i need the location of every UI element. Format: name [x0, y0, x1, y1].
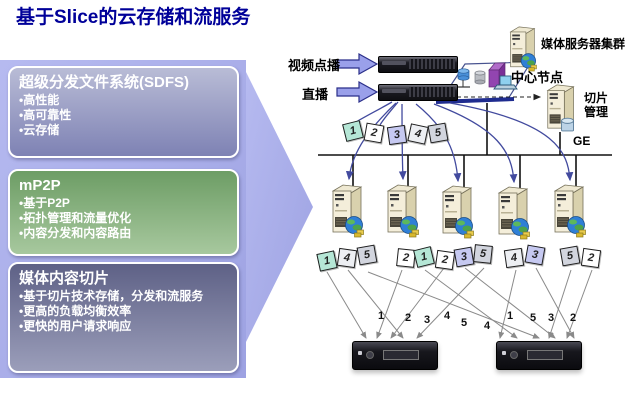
rack-bezel [382, 61, 406, 65]
panel-bullet: •更高的负载均衡效率 [19, 304, 132, 318]
vod-block-arrow [336, 52, 379, 76]
slice-block-1: 1 [316, 250, 338, 272]
storage-array-left-icon [352, 341, 438, 370]
slice-mgmt-server-icon [545, 84, 576, 139]
rack-bezel [382, 89, 406, 93]
flow-number-label: 3 [548, 312, 555, 324]
live-label: 直播 [302, 87, 329, 102]
panel-title: mP2P [19, 177, 61, 194]
slice-block-3: 3 [524, 244, 546, 266]
slice-block-3: 3 [386, 124, 408, 146]
slice-flow-arrows [326, 267, 593, 339]
slice-block-5: 5 [559, 245, 581, 267]
vod-label: 视频点播 [288, 58, 341, 73]
panel-bullet: •高可靠性 [19, 108, 72, 122]
storage-knob [366, 351, 374, 359]
panel-bullet: •基于P2P [19, 196, 70, 210]
slice-block-3: 3 [453, 246, 475, 268]
live-rack-server-icon [378, 84, 458, 101]
slice-mgmt-label-line1: 切片 [584, 91, 609, 105]
ge-label: GE [573, 134, 591, 148]
flow-number-label: 5 [530, 312, 537, 324]
flow-number-label: 5 [461, 317, 468, 329]
slice-block-4: 4 [503, 247, 525, 269]
storage-cylinder-icon [474, 70, 486, 85]
slice-block-4: 4 [407, 123, 429, 145]
storage-array-right-icon [496, 341, 582, 370]
flow-number-label: 1 [507, 310, 514, 322]
media-server-icon [385, 184, 419, 243]
storage-knob [510, 351, 518, 359]
panel-media-slice: 媒体内容切片 •基于切片技术存储，分发和流服务 •更高的负载均衡效率 •更快的用… [8, 262, 239, 373]
media-server-icon [330, 184, 364, 243]
panel-bullet: •云存储 [19, 123, 60, 137]
media-cluster-label: 媒体服务器集群 [541, 37, 626, 51]
slice-block-2: 2 [434, 249, 456, 271]
storage-led [502, 351, 506, 355]
flow-number-label: 3 [424, 314, 431, 326]
flow-number-label: 4 [444, 310, 451, 322]
panel-mp2p: mP2P •基于P2P •拓扑管理和流量优化 •内容分发和内容路由 [8, 169, 239, 256]
panel-bullet: •基于切片技术存储，分发和流服务 [19, 289, 204, 303]
storage-slot [527, 350, 563, 360]
slice-block-2: 2 [363, 122, 385, 144]
flow-number-label: 1 [378, 310, 385, 322]
media-server-icon [440, 185, 474, 244]
slice-block-5: 5 [356, 244, 378, 266]
slice-block-4: 4 [336, 247, 358, 269]
panel-bullet: •高性能 [19, 93, 60, 107]
panel-sdfs: 超级分发文件系统(SDFS) •高性能 •高可靠性 •云存储 [8, 66, 239, 158]
database-icon [456, 68, 470, 88]
slice-block-5: 5 [473, 244, 493, 264]
laptop-icon [493, 75, 518, 90]
flow-number-label: 4 [484, 320, 491, 332]
panel-bullet: •内容分发和内容路由 [19, 226, 132, 240]
rack-vents [409, 87, 455, 97]
page-title: 基于Slice的云存储和流服务 [16, 7, 251, 28]
live-block-arrow [336, 80, 379, 104]
flow-number-label: 2 [405, 312, 412, 324]
panel-title: 媒体内容切片 [19, 270, 110, 287]
slice-mgmt-label-line2: 管理 [584, 105, 609, 119]
rack-vents [409, 59, 455, 69]
media-cluster-server-icon [508, 26, 537, 77]
media-server-icon [552, 184, 586, 243]
panel-bullet: •拓扑管理和流量优化 [19, 211, 132, 225]
media-server-icon [496, 186, 530, 245]
stream-curves [345, 101, 574, 184]
vod-rack-server-icon [378, 56, 458, 73]
panel-title: 超级分发文件系统(SDFS) [19, 74, 189, 91]
central-node-label: 中心节点 [511, 70, 564, 85]
slice-block-5: 5 [427, 122, 449, 144]
flow-number-label: 2 [570, 312, 577, 324]
storage-led [358, 351, 362, 355]
slice-block-2: 2 [580, 247, 602, 269]
panel-bullet: •更快的用户请求响应 [19, 319, 132, 333]
storage-slot [383, 350, 419, 360]
